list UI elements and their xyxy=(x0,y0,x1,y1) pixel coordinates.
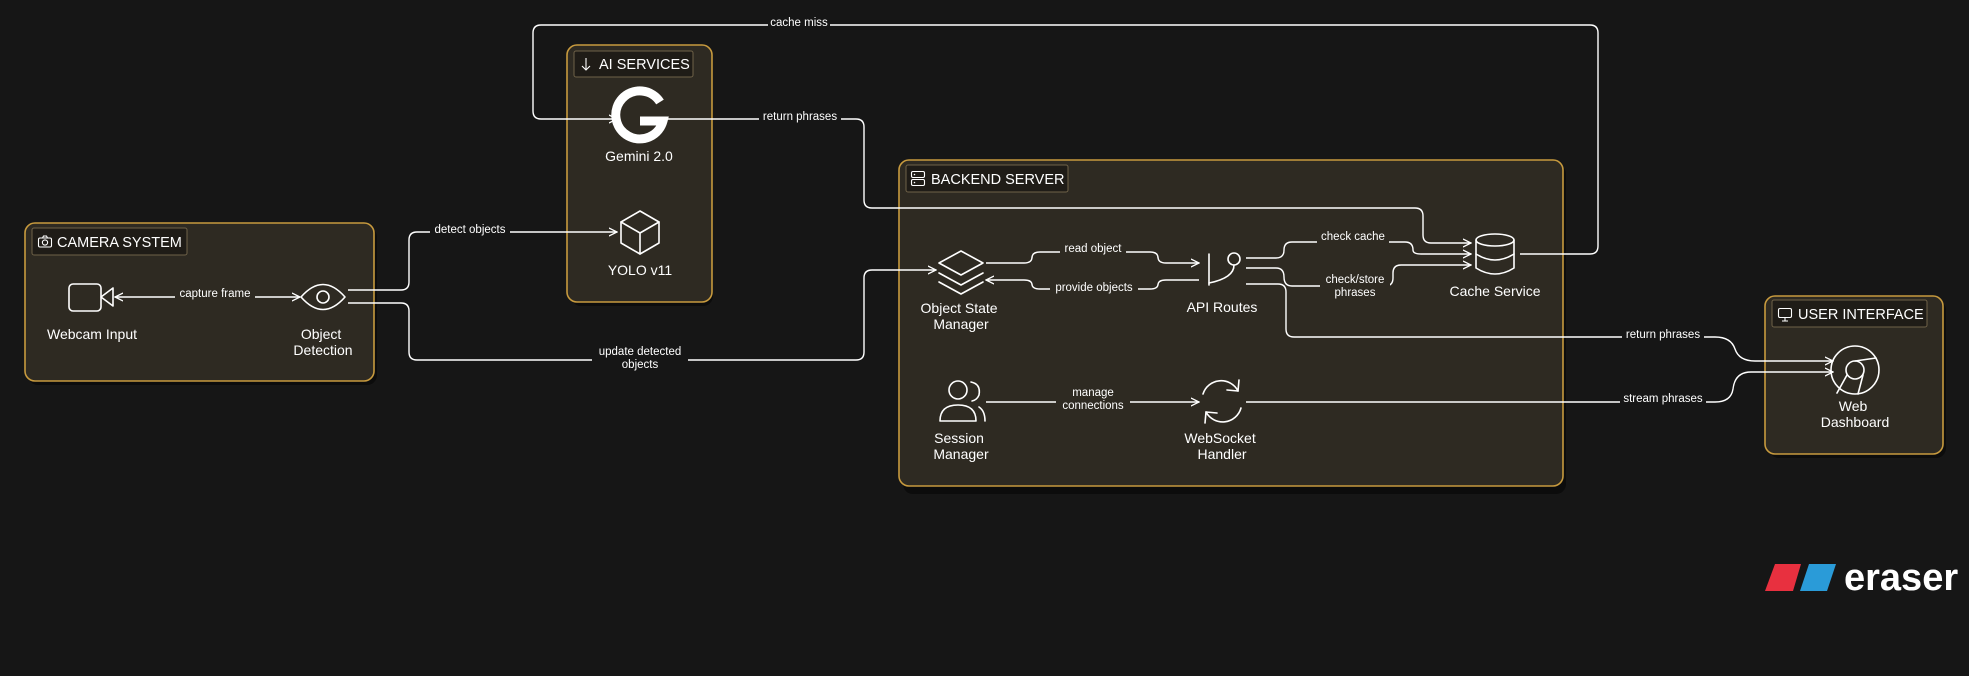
node-label-websocket: WebSocket Handler xyxy=(1184,430,1259,462)
monitor-icon xyxy=(1777,307,1793,322)
edge-return-phrases-gemini[interactable] xyxy=(664,118,1471,243)
edge-cache-miss[interactable] xyxy=(532,24,1599,255)
svg-text:manage: manage xyxy=(1072,387,1114,399)
svg-text:connections: connections xyxy=(1062,400,1124,412)
node-label-yolo: YOLO v11 xyxy=(608,262,673,278)
edge-label-update-detected-objects: update detected objects xyxy=(592,342,688,371)
node-label-api-routes: API Routes xyxy=(1187,299,1258,315)
group-ai-services[interactable]: AI SERVICES xyxy=(566,44,713,306)
camera-icon xyxy=(37,235,53,248)
group-tag-backend xyxy=(905,164,1069,193)
svg-text:detect objects: detect objects xyxy=(435,224,506,236)
node-object-detection[interactable]: Object Detection xyxy=(293,283,353,359)
edge-label-return-phrases-ui: return phrases xyxy=(1622,328,1704,342)
cube-icon xyxy=(620,210,660,255)
edge-detect-objects[interactable] xyxy=(348,232,617,291)
edge-label-read-object: read object xyxy=(1060,242,1126,256)
logo-wordmark: eraser xyxy=(1844,557,1958,599)
eraser-logo: eraser xyxy=(1765,557,1958,599)
edge-label-detect-objects: detect objects xyxy=(430,223,510,237)
edge-label-capture-frame: capture frame xyxy=(175,287,255,301)
group-tag-ai xyxy=(573,50,694,78)
svg-text:read object: read object xyxy=(1065,243,1123,255)
svg-text:check/store: check/store xyxy=(1326,274,1385,286)
edge-label-cache-miss: cache miss xyxy=(768,16,830,30)
node-label-object-detection: Object Detection xyxy=(293,326,352,358)
node-yolo[interactable]: YOLO v11 xyxy=(608,210,673,278)
layers-icon xyxy=(938,250,984,295)
edge-label-stream-phrases: stream phrases xyxy=(1620,392,1706,406)
group-camera-system[interactable]: CAMERA SYSTEM xyxy=(24,222,377,385)
svg-text:cache miss: cache miss xyxy=(770,17,828,29)
database-icon xyxy=(1475,233,1515,275)
node-label-session-manager: Session Manager xyxy=(933,430,989,462)
users-icon xyxy=(939,380,986,422)
node-object-state-manager[interactable]: Object State Manager xyxy=(921,250,1002,332)
svg-text:check cache: check cache xyxy=(1321,231,1385,243)
edge-return-phrases-ui[interactable] xyxy=(1246,283,1833,361)
svg-text:return phrases: return phrases xyxy=(763,111,837,123)
group-user-interface[interactable]: USER INTERFACE xyxy=(1764,295,1946,458)
logo-mark-red xyxy=(1765,564,1801,591)
group-title-backend: BACKEND SERVER xyxy=(931,172,1065,188)
node-label-cache-service: Cache Service xyxy=(1449,283,1540,299)
chrome-icon xyxy=(1830,345,1880,395)
edge-label-provide-objects: provide objects xyxy=(1050,281,1138,295)
svg-text:return phrases: return phrases xyxy=(1626,329,1700,341)
node-webcam-input[interactable]: Webcam Input xyxy=(47,283,137,342)
edge-label-return-phrases-gemini: return phrases xyxy=(759,110,841,124)
svg-text:objects: objects xyxy=(622,359,659,371)
svg-text:stream phrases: stream phrases xyxy=(1623,393,1703,405)
eye-icon xyxy=(300,283,346,311)
group-tag-ui xyxy=(1771,299,1928,328)
svg-text:provide objects: provide objects xyxy=(1055,282,1133,294)
edge-label-manage-connections: manage connections xyxy=(1056,384,1130,413)
edge-label-check-store-phrases: check/store phrases xyxy=(1320,271,1390,300)
node-label-object-state: Object State Manager xyxy=(921,300,1002,332)
logo-mark-blue xyxy=(1800,564,1836,591)
video-camera-icon xyxy=(68,283,114,312)
refresh-icon xyxy=(1202,379,1242,424)
google-g-icon xyxy=(611,86,669,144)
git-branch-icon xyxy=(1208,252,1241,286)
server-icon xyxy=(910,170,926,187)
node-session-manager[interactable]: Session Manager xyxy=(933,380,989,462)
svg-text:capture frame: capture frame xyxy=(180,288,251,300)
node-label-web-dashboard: Web Dashboard xyxy=(1821,398,1890,430)
group-title-ui: USER INTERFACE xyxy=(1798,307,1924,323)
group-tag-camera xyxy=(31,227,188,256)
edge-label-check-cache: check cache xyxy=(1317,230,1389,244)
svg-text:phrases: phrases xyxy=(1335,287,1376,299)
arrow-down-icon xyxy=(581,58,591,71)
node-gemini[interactable]: Gemini 2.0 xyxy=(605,86,673,164)
group-title-camera: CAMERA SYSTEM xyxy=(57,235,182,251)
svg-text:update detected: update detected xyxy=(599,346,682,358)
node-websocket-handler[interactable]: WebSocket Handler xyxy=(1184,379,1259,462)
node-label-webcam: Webcam Input xyxy=(47,326,137,342)
node-label-gemini: Gemini 2.0 xyxy=(605,148,673,164)
group-title-ai: AI SERVICES xyxy=(599,57,690,73)
node-web-dashboard[interactable]: Web Dashboard xyxy=(1821,345,1890,430)
node-cache-service[interactable]: Cache Service xyxy=(1449,233,1541,299)
node-api-routes[interactable]: API Routes xyxy=(1187,252,1258,315)
edge-stream-phrases[interactable] xyxy=(1246,372,1833,403)
